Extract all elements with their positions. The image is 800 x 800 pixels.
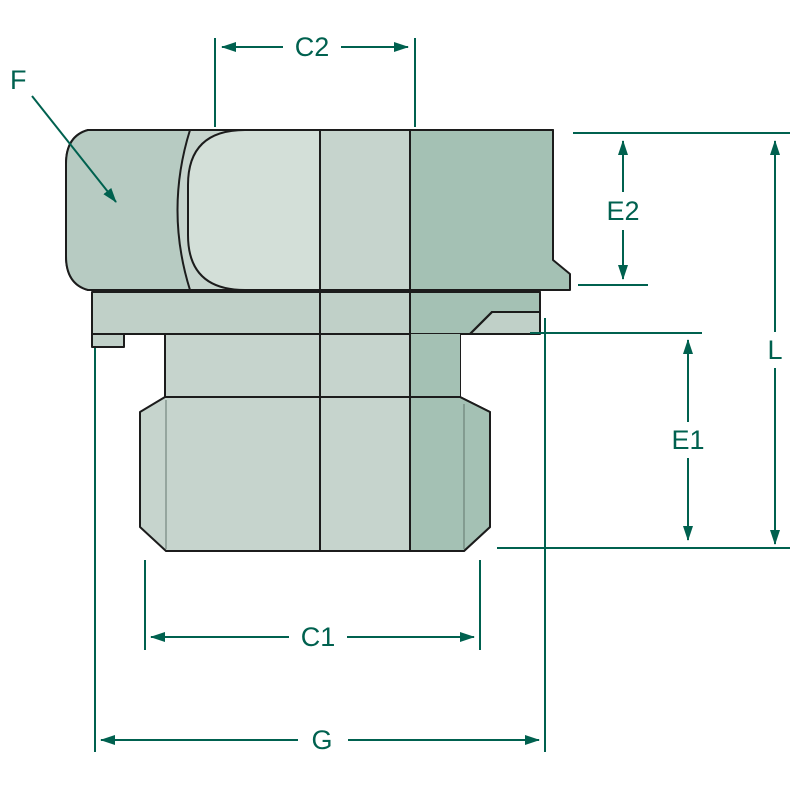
dim-label-l: L <box>767 335 782 365</box>
neck-section-face <box>410 334 460 397</box>
dimension-e2: E2 <box>606 140 640 280</box>
dimensions: C2 F E2 L E1 C1 <box>10 32 790 755</box>
hex-front-facet <box>187 129 321 291</box>
dim-label-g: G <box>311 725 332 755</box>
fitting-part <box>65 129 571 552</box>
dim-label-c1: C1 <box>301 622 336 652</box>
dim-label-e1: E1 <box>671 425 704 455</box>
dimension-f: F <box>10 65 117 203</box>
dim-label-e2: E2 <box>606 196 639 226</box>
hex-left-facet <box>65 129 191 291</box>
dimension-g: G <box>100 725 540 755</box>
dim-label-f: F <box>10 65 27 95</box>
dimension-c2: C2 <box>221 32 409 62</box>
flange-notch-chamfer <box>469 311 493 335</box>
dim-label-c2: C2 <box>295 32 330 62</box>
dimension-e1: E1 <box>671 339 705 541</box>
lower-section-face <box>409 396 491 552</box>
dimension-l: L <box>767 140 783 545</box>
upper-section-face <box>409 129 571 291</box>
dimension-c1: C1 <box>150 622 475 652</box>
flange-left-step <box>91 333 125 348</box>
leader-line-f <box>31 95 117 203</box>
